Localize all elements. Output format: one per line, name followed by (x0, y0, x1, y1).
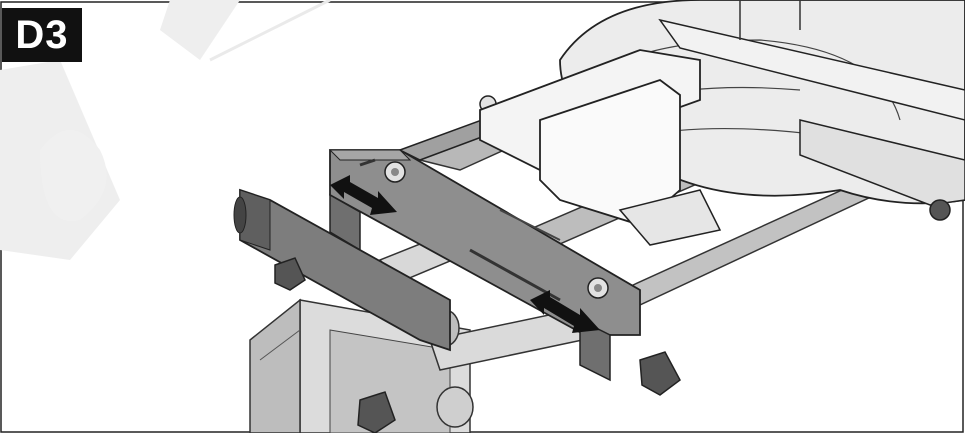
figure-label: D3 (2, 8, 82, 62)
saw-body (479, 0, 965, 246)
knob-icon (274, 257, 681, 433)
watermark (0, 0, 331, 260)
stop-plate (233, 188, 451, 352)
double-arrow-icon (330, 175, 600, 333)
